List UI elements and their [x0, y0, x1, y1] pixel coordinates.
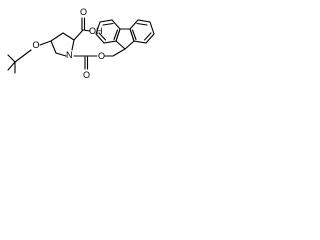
bond — [71, 39, 75, 51]
carboxylic-acid-group — [73, 17, 91, 41]
pyrrolidine-ring — [39, 32, 75, 57]
atom-acid-hydroxyl: OH — [89, 26, 103, 36]
bond — [115, 40, 126, 50]
bond — [22, 49, 32, 57]
bond — [7, 61, 16, 71]
atom-ether-oxygen: O — [33, 40, 40, 50]
bond — [143, 32, 152, 41]
bond — [113, 29, 119, 41]
bond — [73, 29, 84, 41]
bond — [39, 40, 52, 46]
bond — [62, 32, 75, 41]
bond — [50, 32, 64, 42]
bond — [102, 22, 114, 26]
bond — [112, 48, 126, 57]
bond — [7, 54, 16, 63]
chemical-structure: O N O OH O O — [7, 7, 155, 80]
bond — [14, 55, 24, 63]
bond — [98, 32, 107, 41]
left-benzene-ring — [95, 19, 121, 44]
atom-carbamate-carbonyl-oxygen: O — [83, 70, 90, 80]
bond — [136, 22, 148, 26]
carbamate-group — [73, 48, 126, 70]
bond — [131, 29, 137, 41]
bond — [55, 52, 67, 57]
tert-butyl-group — [7, 49, 32, 74]
bond — [124, 40, 135, 50]
right-benzene-ring — [129, 19, 155, 44]
atom-carbamate-ester-oxygen: O — [98, 51, 105, 61]
atom-acid-carbonyl-oxygen: O — [80, 7, 87, 17]
fluorene-system — [95, 19, 155, 50]
atom-ring-nitrogen: N — [66, 50, 73, 60]
bond — [50, 40, 57, 54]
